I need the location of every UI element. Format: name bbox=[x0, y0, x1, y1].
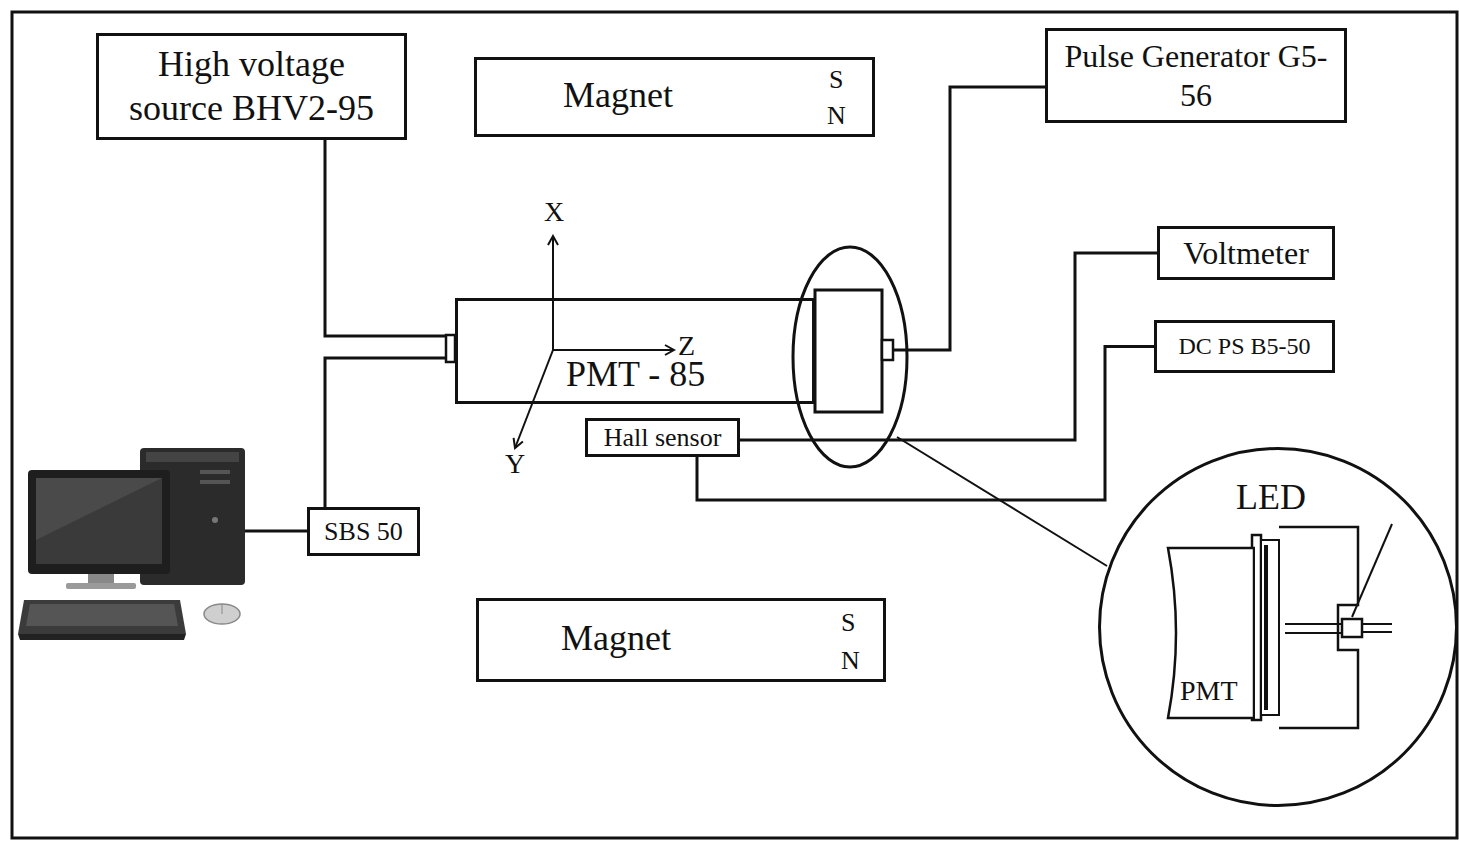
node-text: Pulse Generator G5-56 bbox=[1058, 37, 1334, 114]
wire bbox=[325, 140, 446, 336]
generator-box: Pulse Generator G5-56 bbox=[1045, 28, 1347, 123]
node-text: Voltmeter bbox=[1183, 234, 1309, 272]
node-text: Hall sensor bbox=[604, 422, 722, 453]
node-text: Magnet bbox=[561, 617, 671, 660]
axis-label: Z bbox=[678, 330, 695, 362]
node-text: PMT bbox=[1180, 674, 1238, 708]
wire bbox=[740, 253, 1157, 440]
power-supply-box: DC PS B5-50 bbox=[1154, 320, 1335, 373]
power-supply-box: High voltage source BHV2-95 bbox=[96, 33, 407, 140]
led-detail bbox=[1252, 524, 1392, 728]
connector bbox=[882, 340, 893, 360]
node-text: SBS 50 bbox=[324, 516, 403, 547]
node-text: High voltage source BHV2-95 bbox=[109, 43, 394, 129]
interface-box: SBS 50 bbox=[307, 507, 420, 556]
x-axis bbox=[552, 236, 554, 350]
voltmeter-box: Voltmeter bbox=[1157, 226, 1335, 280]
node-text: DC PS B5-50 bbox=[1178, 332, 1310, 361]
node-text: N bbox=[841, 645, 860, 676]
connector bbox=[446, 335, 455, 362]
wire bbox=[245, 530, 307, 533]
node-text: S bbox=[841, 607, 855, 638]
led-housing bbox=[815, 290, 882, 412]
wire bbox=[697, 347, 1154, 501]
axis-label: Y bbox=[505, 448, 525, 480]
pmt-detail: PMT bbox=[1166, 546, 1255, 720]
magnified-view: LED PMT bbox=[1098, 447, 1458, 807]
highlight-ellipse bbox=[793, 247, 907, 467]
y-axis bbox=[515, 350, 553, 448]
magnet-box: Magnet SN bbox=[476, 598, 886, 682]
wire bbox=[893, 87, 1045, 350]
wire bbox=[325, 358, 446, 507]
computer-icon bbox=[18, 448, 245, 640]
frame bbox=[12, 12, 1457, 838]
node-text: LED bbox=[1236, 476, 1306, 519]
magnet-box: Magnet SN bbox=[474, 57, 875, 137]
axis-label: X bbox=[544, 196, 564, 228]
z-axis bbox=[553, 349, 674, 351]
pmt-tube: PMT - 85 bbox=[455, 298, 815, 404]
sensor-box: Hall sensor bbox=[585, 418, 740, 457]
node-text: Magnet bbox=[563, 74, 673, 117]
node-text: S bbox=[829, 64, 843, 95]
node-text: N bbox=[827, 100, 846, 131]
